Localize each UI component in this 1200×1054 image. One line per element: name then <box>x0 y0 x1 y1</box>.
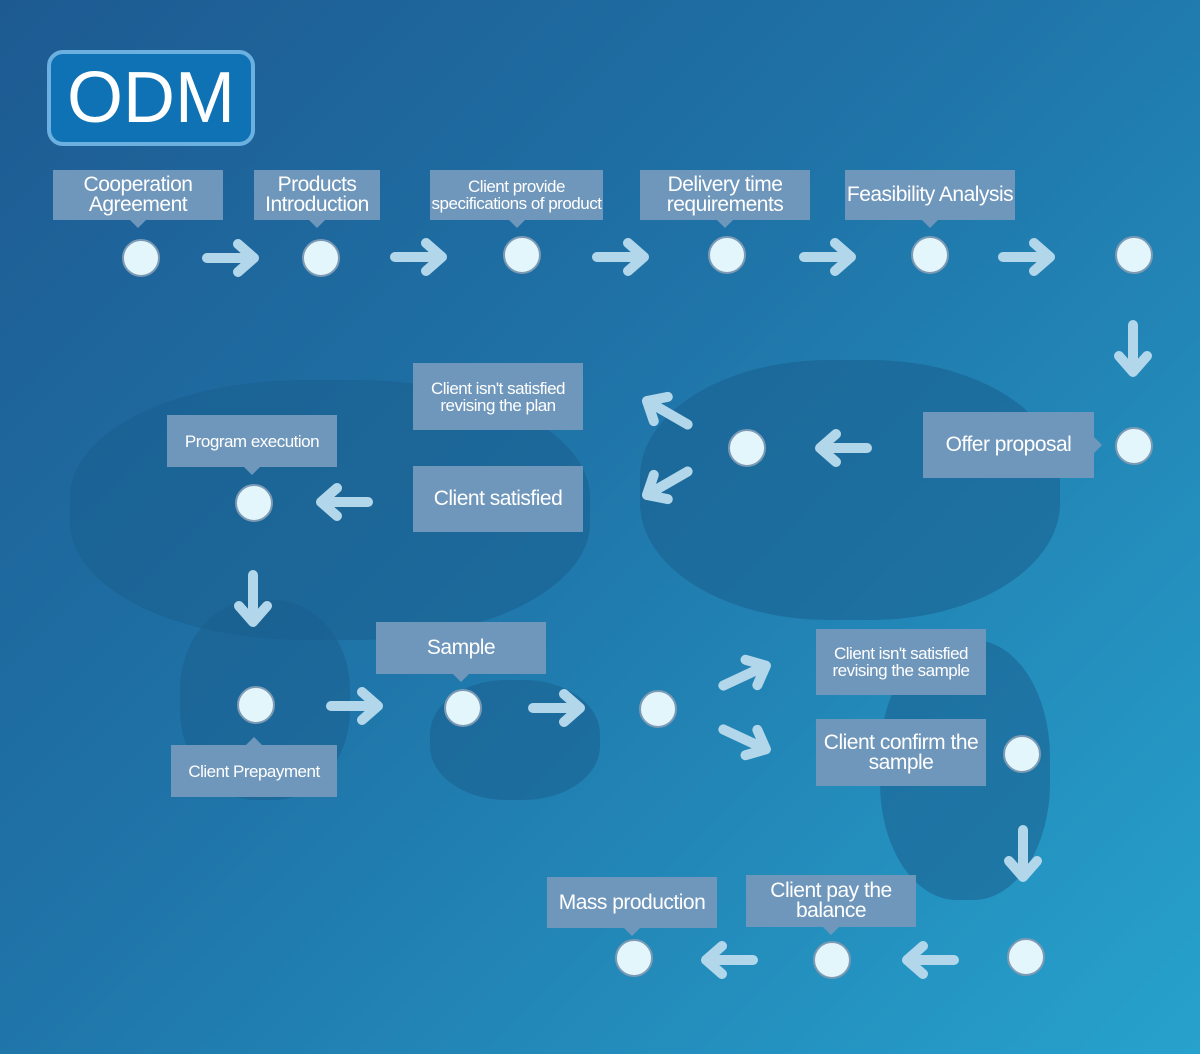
label-program: Program execution <box>167 415 337 475</box>
step-node <box>911 236 949 274</box>
step-node <box>615 939 653 977</box>
arrow-icon <box>899 940 959 980</box>
label-delivery: Delivery time requirements <box>640 170 810 228</box>
arrow-icon <box>528 688 588 728</box>
arrow-icon <box>592 237 652 277</box>
label-mass: Mass production <box>547 877 717 936</box>
label-not-satisfied-sample: Client isn't satisfied revising the samp… <box>816 629 986 695</box>
arrow-icon <box>1113 320 1153 380</box>
label-confirm-sample: Client confirm the sample <box>816 719 986 786</box>
step-node <box>1115 236 1153 274</box>
step-node <box>444 689 482 727</box>
step-node <box>1115 427 1153 465</box>
step-node <box>1003 735 1041 773</box>
arrow-icon <box>998 237 1058 277</box>
step-node <box>639 690 677 728</box>
odm-logo: ODM <box>47 50 255 146</box>
step-node <box>122 239 160 277</box>
arrow-icon <box>1003 825 1043 885</box>
step-node <box>728 429 766 467</box>
arrow-icon <box>630 452 702 517</box>
label-offer: Offer proposal <box>923 412 1102 478</box>
step-node <box>708 236 746 274</box>
step-node <box>813 941 851 979</box>
arrow-icon <box>630 380 702 445</box>
map-north-america <box>640 360 1060 620</box>
step-node <box>503 236 541 274</box>
label-satisfied: Client satisfied <box>413 466 583 532</box>
arrow-icon <box>233 570 273 630</box>
arrow-icon <box>710 644 781 706</box>
arrow-icon <box>390 237 450 277</box>
step-node <box>1007 938 1045 976</box>
label-sample: Sample <box>376 622 546 682</box>
arrow-icon <box>202 238 262 278</box>
step-node <box>237 686 275 724</box>
step-node <box>235 484 273 522</box>
step-node <box>302 239 340 277</box>
label-specs: Client provide specifications of product <box>430 170 603 228</box>
arrow-icon <box>799 237 859 277</box>
arrow-icon <box>313 482 373 522</box>
label-feasibility: Feasibility Analysis <box>845 170 1015 228</box>
label-balance: Client pay the balance <box>746 875 916 935</box>
arrow-icon <box>812 428 872 468</box>
label-products: Products Introduction <box>254 170 380 228</box>
arrow-icon <box>698 940 758 980</box>
label-not-satisfied-plan: Client isn't satisfied revising the plan <box>413 363 583 430</box>
arrow-icon <box>326 686 386 726</box>
arrow-icon <box>710 709 781 771</box>
label-cooperation: Cooperation Agreement <box>53 170 223 228</box>
label-prepayment: Client Prepayment <box>171 737 337 797</box>
